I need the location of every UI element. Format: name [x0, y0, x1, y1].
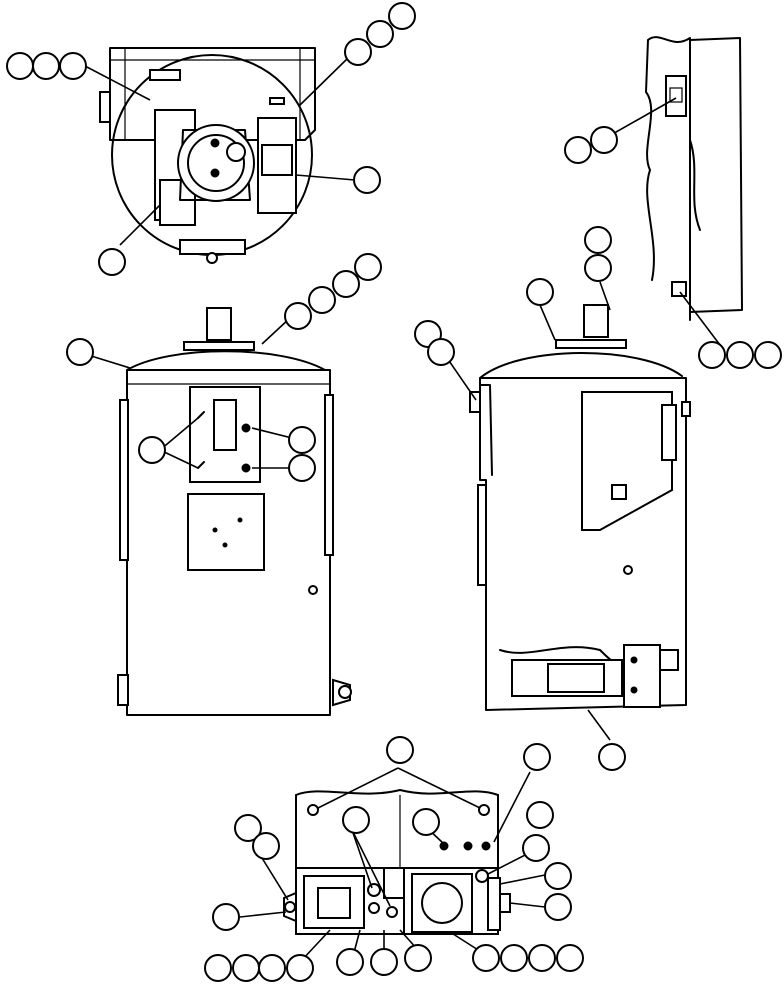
- callout-bubble: [288, 426, 316, 454]
- callout-bubble: [32, 52, 60, 80]
- callout-bubble: [386, 736, 414, 764]
- front-view: [117, 307, 352, 716]
- callout-bubble: [556, 944, 584, 972]
- callout-bubble: [366, 20, 394, 48]
- callout-bubble: [472, 944, 500, 972]
- callout-bubble: [754, 341, 782, 369]
- top-view: [99, 47, 316, 264]
- callout-bubble: [522, 834, 550, 862]
- callout-bubble: [138, 436, 166, 464]
- callout-bubble: [354, 253, 382, 281]
- callout-bubble: [427, 338, 455, 366]
- callout-bubble: [544, 862, 572, 890]
- callout-bubble: [332, 270, 360, 298]
- callout-bubble: [284, 302, 312, 330]
- callout-bubble: [564, 136, 592, 164]
- callout-bubble: [590, 126, 618, 154]
- callout-bubble: [204, 954, 232, 982]
- callout-bubble: [342, 806, 370, 834]
- callout-bubble: [6, 52, 34, 80]
- callout-bubble: [288, 454, 316, 482]
- callout-bubble: [308, 286, 336, 314]
- callout-bubble: [66, 338, 94, 366]
- callout-bubble: [98, 248, 126, 276]
- callout-bubble: [336, 948, 364, 976]
- callout-bubble: [353, 166, 381, 194]
- callout-bubble: [212, 903, 240, 931]
- callout-bubble: [526, 278, 554, 306]
- callout-bubble: [370, 948, 398, 976]
- callout-bubble: [584, 226, 612, 254]
- side-view: [469, 304, 691, 711]
- callout-bubble: [598, 743, 626, 771]
- callout-bubble: [59, 52, 87, 80]
- callout-bubble: [726, 341, 754, 369]
- callout-bubble: [523, 743, 551, 771]
- callout-bubble: [544, 893, 572, 921]
- callout-bubble: [500, 944, 528, 972]
- callout-bubble: [404, 944, 432, 972]
- callout-bubble: [584, 254, 612, 282]
- callout-bubble: [526, 801, 554, 829]
- callout-bubble: [698, 341, 726, 369]
- callout-bubble: [388, 2, 416, 30]
- detail-view-upper-right: [645, 36, 743, 321]
- callouts: [6, 2, 782, 982]
- callout-bubble: [232, 954, 260, 982]
- callout-bubble: [286, 954, 314, 982]
- callout-bubble: [528, 944, 556, 972]
- callout-bubble: [252, 832, 280, 860]
- callout-bubble: [412, 808, 440, 836]
- callout-bubble: [234, 814, 262, 842]
- callout-bubble: [258, 954, 286, 982]
- bottom-detail-view: [283, 789, 511, 935]
- callout-bubble: [344, 38, 372, 66]
